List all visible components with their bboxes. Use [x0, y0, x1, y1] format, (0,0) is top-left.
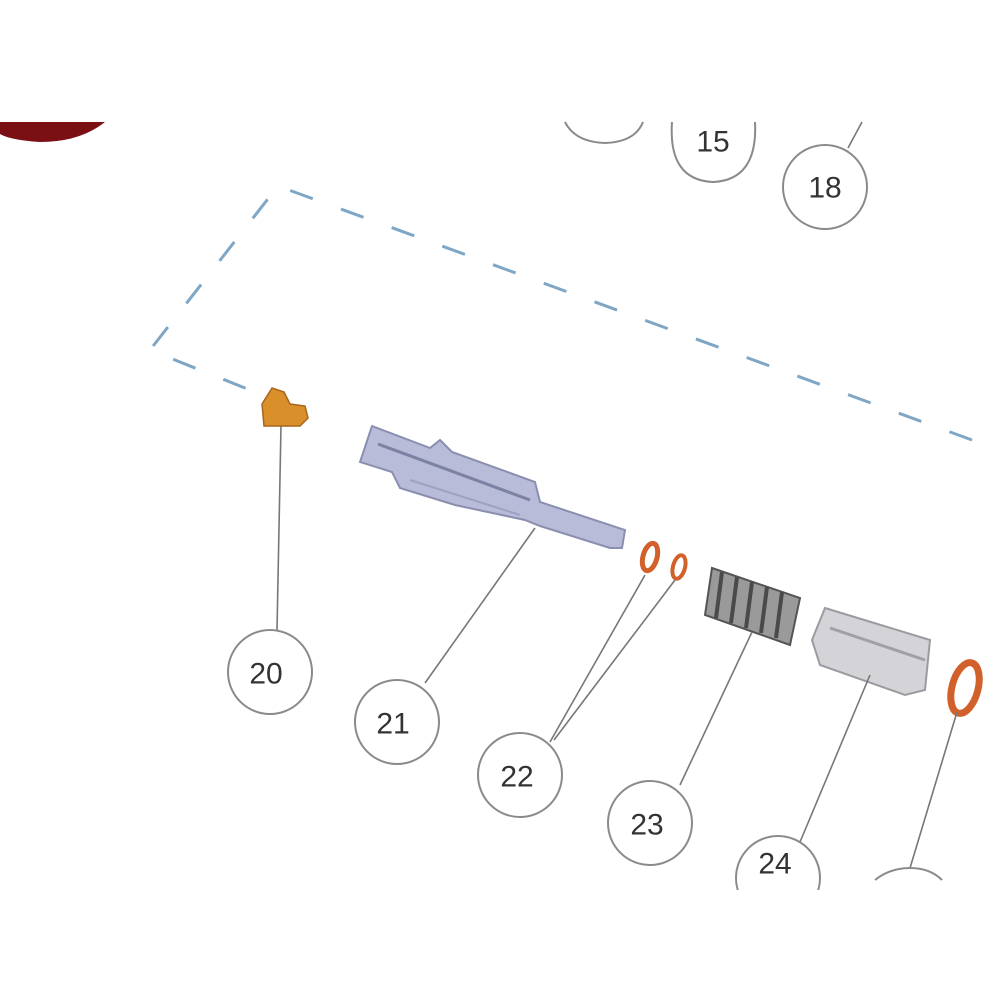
callout-22[interactable]: 22	[477, 732, 563, 818]
callout-21[interactable]: 21	[354, 679, 440, 765]
part-24-sleeve	[810, 606, 932, 697]
callout-23[interactable]: 23	[607, 780, 693, 866]
part-23-spring	[703, 566, 802, 647]
callout-label-15: 15	[696, 126, 729, 159]
callout-label-24: 24	[758, 848, 791, 881]
leader-right	[906, 711, 958, 879]
callout-label-23: 23	[630, 809, 663, 842]
callout-label-18: 18	[808, 172, 841, 205]
callout-partial-bottom-right	[874, 866, 943, 881]
leader-18	[847, 121, 863, 149]
maroon-part	[0, 122, 105, 142]
leader-21	[424, 527, 536, 684]
callout-label-21: 21	[376, 708, 409, 741]
part-oring-right	[947, 659, 983, 717]
callout-label-20: 20	[249, 658, 282, 691]
part-21-shaft	[358, 424, 627, 549]
leader-22b	[553, 579, 676, 741]
part-22-orings	[639, 540, 688, 581]
leader-22a	[549, 574, 646, 743]
leader-24	[799, 674, 871, 843]
callout-18[interactable]: 18	[782, 144, 868, 230]
leader-20	[276, 425, 282, 631]
leader-23	[679, 631, 753, 786]
callout-20[interactable]: 20	[227, 629, 313, 715]
callout-15[interactable]: 15	[670, 121, 757, 184]
callout-label-22: 22	[500, 761, 533, 794]
crop-area	[0, 890, 1000, 1000]
callout-partial-top	[564, 121, 644, 145]
part-20-brass-fitting	[261, 387, 309, 427]
